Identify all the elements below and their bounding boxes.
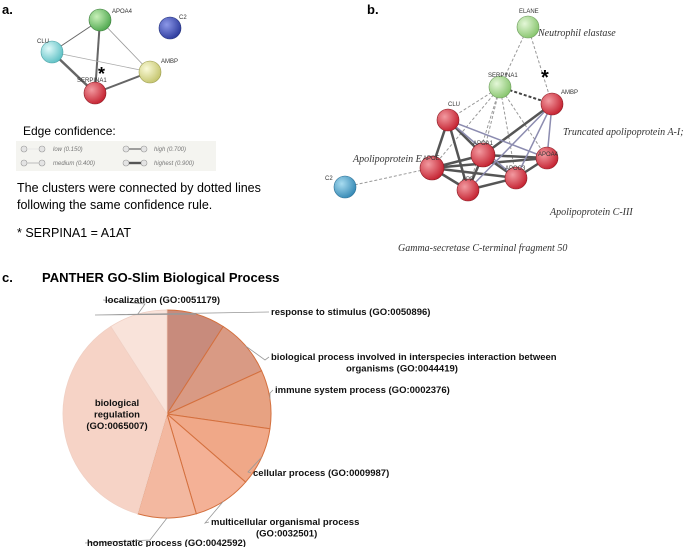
annot-gamma-secretase: Gamma-secretase C-terminal fragment 50 (398, 243, 567, 254)
leader-line-2 (245, 345, 270, 361)
annot-truncated-apoa1: Truncated apolipoprotein A-I; (563, 127, 684, 138)
panel-b-letter: b. (367, 2, 379, 17)
leader-line-3 (269, 389, 274, 400)
node-ambp-b (540, 92, 564, 116)
label-clu-a: CLU (37, 39, 49, 45)
label-ambp-b: AMBP (561, 90, 578, 96)
leader-line-5 (203, 501, 224, 524)
label-clu-b: CLU (448, 102, 460, 108)
pie-label-2: biological process involved in interspec… (271, 352, 557, 375)
leader-line-8 (102, 299, 146, 315)
legend-title: Edge confidence: (23, 124, 116, 138)
node-apoc3 (504, 166, 528, 190)
panel-b-network: ELANE SERPINA1 AMBP CLU APOA1 APOE APOA4… (325, 9, 684, 254)
panel-a-letter: a. (2, 2, 13, 17)
panel-c-letter: c. (2, 270, 13, 285)
pie-label-6: homeostatic process (GO:0042592) (87, 538, 246, 547)
node-ambp-a (138, 60, 162, 84)
node-clu-b (436, 108, 460, 132)
go-slim-pie-chart: response to stimulus (GO:0050896) biologi… (62, 295, 557, 547)
leader-line-1 (94, 311, 270, 316)
leader-line-4 (247, 456, 262, 474)
legend-low: low (0.150) (53, 147, 83, 153)
star-a: * (98, 64, 105, 84)
node-elane (516, 15, 540, 39)
legend-high: high (0.700) (154, 147, 186, 153)
node-apoa4-b (535, 146, 559, 170)
label-apoc3: APOC3 (505, 166, 526, 172)
label-serpina1-b: SERPINA1 (488, 73, 518, 79)
label-apoa4-a: APOA4 (112, 9, 133, 15)
node-clu-a (40, 40, 64, 64)
cluster-note: The clusters were connected by dotted li… (17, 181, 261, 212)
annot-apolipoprotein-e: Apolipoprotein E (352, 154, 422, 165)
panel-a-network: APOA4 C2 CLU AMBP SERPINA1 * (37, 8, 187, 105)
legend-highest: highest (0.900) (154, 161, 194, 167)
star-b: * (541, 67, 549, 89)
pie-label-8: localization (GO:0051179) (105, 295, 220, 306)
pie-label-1: response to stimulus (GO:0050896) (271, 307, 430, 318)
node-apoe (419, 155, 445, 181)
node-apoa4-a (88, 8, 112, 32)
annot-neutrophil-elastase: Neutrophil elastase (537, 28, 616, 39)
serpina1-note: * SERPINA1 = A1AT (17, 226, 132, 240)
leader-line-6 (84, 517, 168, 544)
label-apoe: APOE (423, 156, 440, 162)
pie-label-3: immune system process (GO:0002376) (275, 385, 450, 396)
label-apoa4-b: APOA4 (538, 152, 559, 158)
pie-slice-7 (62, 325, 168, 515)
label-app: APP (462, 177, 474, 183)
legend-medium: medium (0.400) (53, 161, 95, 167)
node-serpina1-b (488, 75, 512, 99)
pie-title: PANTHER GO-Slim Biological Process (42, 270, 280, 285)
pie-label-5: multicellular organismal process(GO:0032… (211, 517, 359, 540)
node-app (456, 178, 480, 202)
pie-label-4: cellular process (GO:0009987) (253, 468, 389, 479)
node-c2-a (158, 16, 182, 40)
node-apoa1 (470, 142, 496, 168)
node-serpina1-a (83, 81, 107, 105)
node-c2-b (333, 175, 357, 199)
label-apoa1: APOA1 (473, 141, 494, 147)
label-ambp-a: AMBP (161, 59, 178, 65)
label-c2-a: C2 (179, 15, 187, 21)
edge-confidence-legend: low (0.150) high (0.700) medium (0.400) … (16, 141, 216, 171)
label-c2-b: C2 (325, 176, 333, 182)
label-serpina1-a: SERPINA1 (77, 78, 107, 84)
label-elane: ELANE (519, 9, 539, 15)
annot-apolipoprotein-c3: Apolipoprotein C-III (549, 207, 633, 218)
